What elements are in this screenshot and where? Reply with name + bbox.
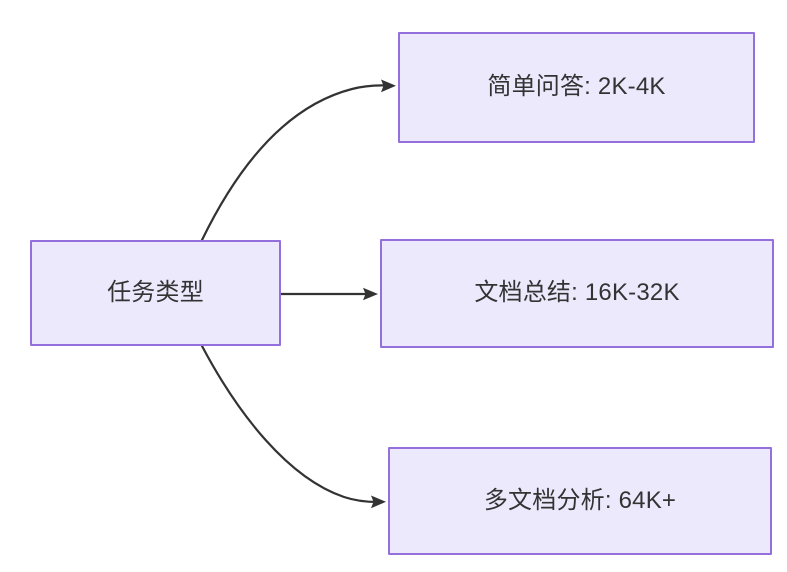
node-task-type-label: 任务类型 <box>107 278 204 306</box>
edge-root-to-doc-summary <box>279 287 378 301</box>
node-doc-summary[interactable]: 文档总结: 16K-32K <box>380 239 774 348</box>
arrowhead-multi-doc <box>371 495 386 509</box>
node-multi-doc[interactable]: 多文档分析: 64K+ <box>388 447 772 555</box>
node-multi-doc-label: 多文档分析: 64K+ <box>483 486 677 514</box>
edge-root-to-simple-qa <box>200 79 396 242</box>
node-doc-summary-label: 文档总结: 16K-32K <box>474 279 680 307</box>
node-task-type[interactable]: 任务类型 <box>30 240 281 346</box>
edge-path-multi-doc <box>200 344 382 504</box>
arrowhead-simple-qa <box>381 79 396 93</box>
node-simple-qa[interactable]: 简单问答: 2K-4K <box>398 32 755 143</box>
edge-path-simple-qa <box>200 84 392 242</box>
arrowhead-doc-summary <box>363 287 378 301</box>
node-simple-qa-label: 简单问答: 2K-4K <box>487 73 666 101</box>
edge-root-to-multi-doc <box>200 344 386 509</box>
